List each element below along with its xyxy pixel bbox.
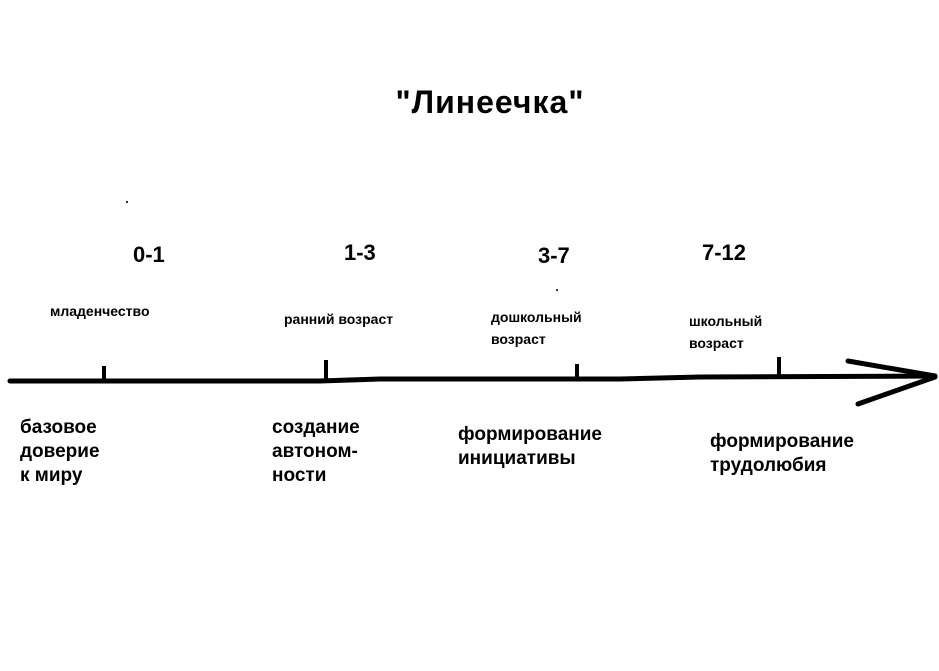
age-label-7-12: 7-12 [702, 240, 747, 265]
stage-label-school: школьный возраст [689, 310, 762, 354]
timeline-line [7, 373, 938, 384]
diagram-title: "Линеечка" [395, 84, 585, 120]
task-line: формирование [458, 424, 603, 445]
age-label-1-3: 1-3 [344, 240, 376, 265]
arrow-head-upper [845, 358, 938, 379]
stage-line: школьный [689, 313, 763, 329]
task-line: автоном- [272, 441, 358, 462]
task-label-basic-trust: базовое доверие к миру [20, 416, 100, 488]
task-label-initiative: формирование инициативы [458, 423, 602, 471]
task-label-industry: формирование трудолюбия [710, 430, 854, 478]
task-label-autonomy: создание автоном- ности [272, 416, 360, 488]
stage-line: возраст [689, 335, 744, 351]
stage-line: дошкольный [491, 309, 582, 325]
task-line: формирование [710, 431, 855, 452]
task-line: ности [272, 465, 327, 486]
stage-label-preschool: дошкольный возраст [491, 306, 582, 350]
task-line: доверие [20, 441, 100, 462]
stage-label-infancy: младенчество [50, 303, 150, 319]
speck [126, 201, 128, 203]
stage-line: возраст [491, 331, 546, 347]
stage-label-early-age: ранний возраст [284, 311, 394, 327]
age-label-3-7: 3-7 [538, 243, 570, 268]
task-line: к миру [20, 465, 83, 486]
arrow-head-lower [855, 374, 938, 407]
age-label-0-1: 0-1 [133, 242, 165, 267]
speck [556, 289, 558, 291]
task-line: трудолюбия [710, 455, 827, 476]
task-line: инициативы [458, 448, 576, 469]
task-line: создание [272, 417, 360, 438]
task-line: базовое [20, 417, 97, 438]
